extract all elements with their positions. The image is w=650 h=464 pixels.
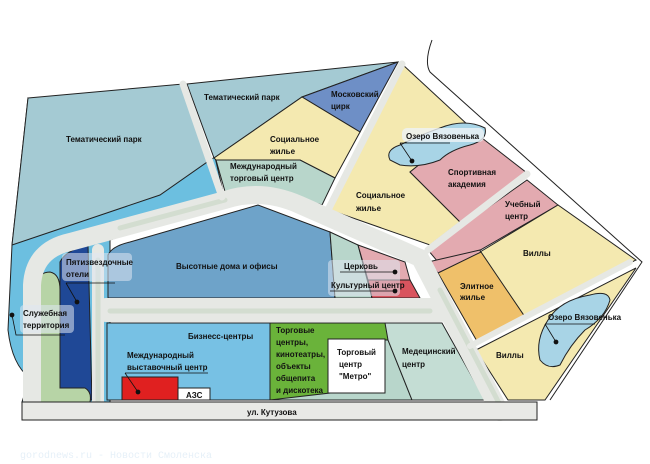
label-social-top: жилье xyxy=(269,147,296,156)
label-highrise: Высотные дома и офисы xyxy=(176,262,278,271)
label-metro: центр xyxy=(339,360,362,369)
label-study: Учебный xyxy=(505,200,541,209)
label-service: Служебная xyxy=(23,309,67,318)
label-trade-center: Международный xyxy=(230,162,297,171)
label-shopping: и дискотека xyxy=(276,386,324,395)
label-shopping: центры, xyxy=(276,338,308,347)
label-lake-top: Озеро Вязовенька xyxy=(406,132,480,141)
road-right-1 xyxy=(424,170,531,254)
lake-vyazovenka-bottom[interactable] xyxy=(538,292,611,368)
label-metro: Торговый xyxy=(337,348,376,357)
label-social-right: жилье xyxy=(355,204,382,213)
label-elite: Элитное xyxy=(460,282,494,291)
label-villas-top: Виллы xyxy=(523,249,551,258)
label-circus: цирк xyxy=(331,102,351,111)
label-street: ул. Кутузова xyxy=(247,408,297,417)
label-tag xyxy=(20,305,74,333)
label-business: Бизнесс-центры xyxy=(188,332,253,341)
zone-business-centers[interactable] xyxy=(106,322,271,401)
label-circus: Московский xyxy=(331,90,379,99)
label-elite: жилье xyxy=(459,293,486,302)
label-tag xyxy=(402,128,484,142)
label-gas: АЗС xyxy=(186,391,203,400)
label-shopping: Торговые xyxy=(276,326,315,335)
watermark: gorodnews.ru - Новости Смоленска xyxy=(20,450,212,462)
label-lake-bottom: Озеро Вязовенька xyxy=(548,313,622,322)
label-study: центр xyxy=(505,212,528,221)
road-right-2 xyxy=(467,259,633,349)
label-shopping: объекты xyxy=(276,362,311,371)
zone-medical-center[interactable] xyxy=(384,322,486,401)
label-church: Церковь xyxy=(344,262,378,271)
label-social-right: Социальное xyxy=(356,191,406,200)
road-outline xyxy=(21,402,538,421)
label-shopping: общепита xyxy=(276,374,316,383)
label-theme-park-top: Тематический парк xyxy=(204,93,281,102)
label-theme-park-left: Тематический парк xyxy=(66,135,143,144)
label-pointers xyxy=(9,142,595,395)
label-hotels: отели xyxy=(66,270,89,279)
label-tag xyxy=(328,260,400,296)
label-medical: Медецинский xyxy=(402,347,456,356)
label-exhibition: Международный xyxy=(127,351,194,360)
label-shopping: кинотеатры, xyxy=(276,350,325,359)
label-social-top: Социальное xyxy=(270,135,320,144)
zone-gas-station[interactable] xyxy=(177,387,211,401)
road-top-right xyxy=(323,60,406,216)
label-sport: Спортивная xyxy=(448,168,496,177)
label-exhibition: выставочный центр xyxy=(127,363,208,372)
label-sport: академия xyxy=(448,180,486,189)
label-culture: Культурный центр xyxy=(331,281,405,290)
road-top-left xyxy=(179,80,226,201)
label-trade-center: торговый центр xyxy=(230,174,294,183)
label-medical: центр xyxy=(402,360,425,369)
road-center-line xyxy=(95,197,503,408)
zone-theme-park-left[interactable] xyxy=(11,83,211,246)
outer-boundary-right xyxy=(426,39,643,401)
label-villas-bottom: Виллы xyxy=(496,351,524,360)
label-hotels: Пятизвездочные xyxy=(66,258,134,267)
label-tag xyxy=(62,253,132,281)
label-metro: "Метро" xyxy=(339,372,371,381)
zone-metro[interactable] xyxy=(327,338,386,394)
label-service: территория xyxy=(23,321,70,330)
